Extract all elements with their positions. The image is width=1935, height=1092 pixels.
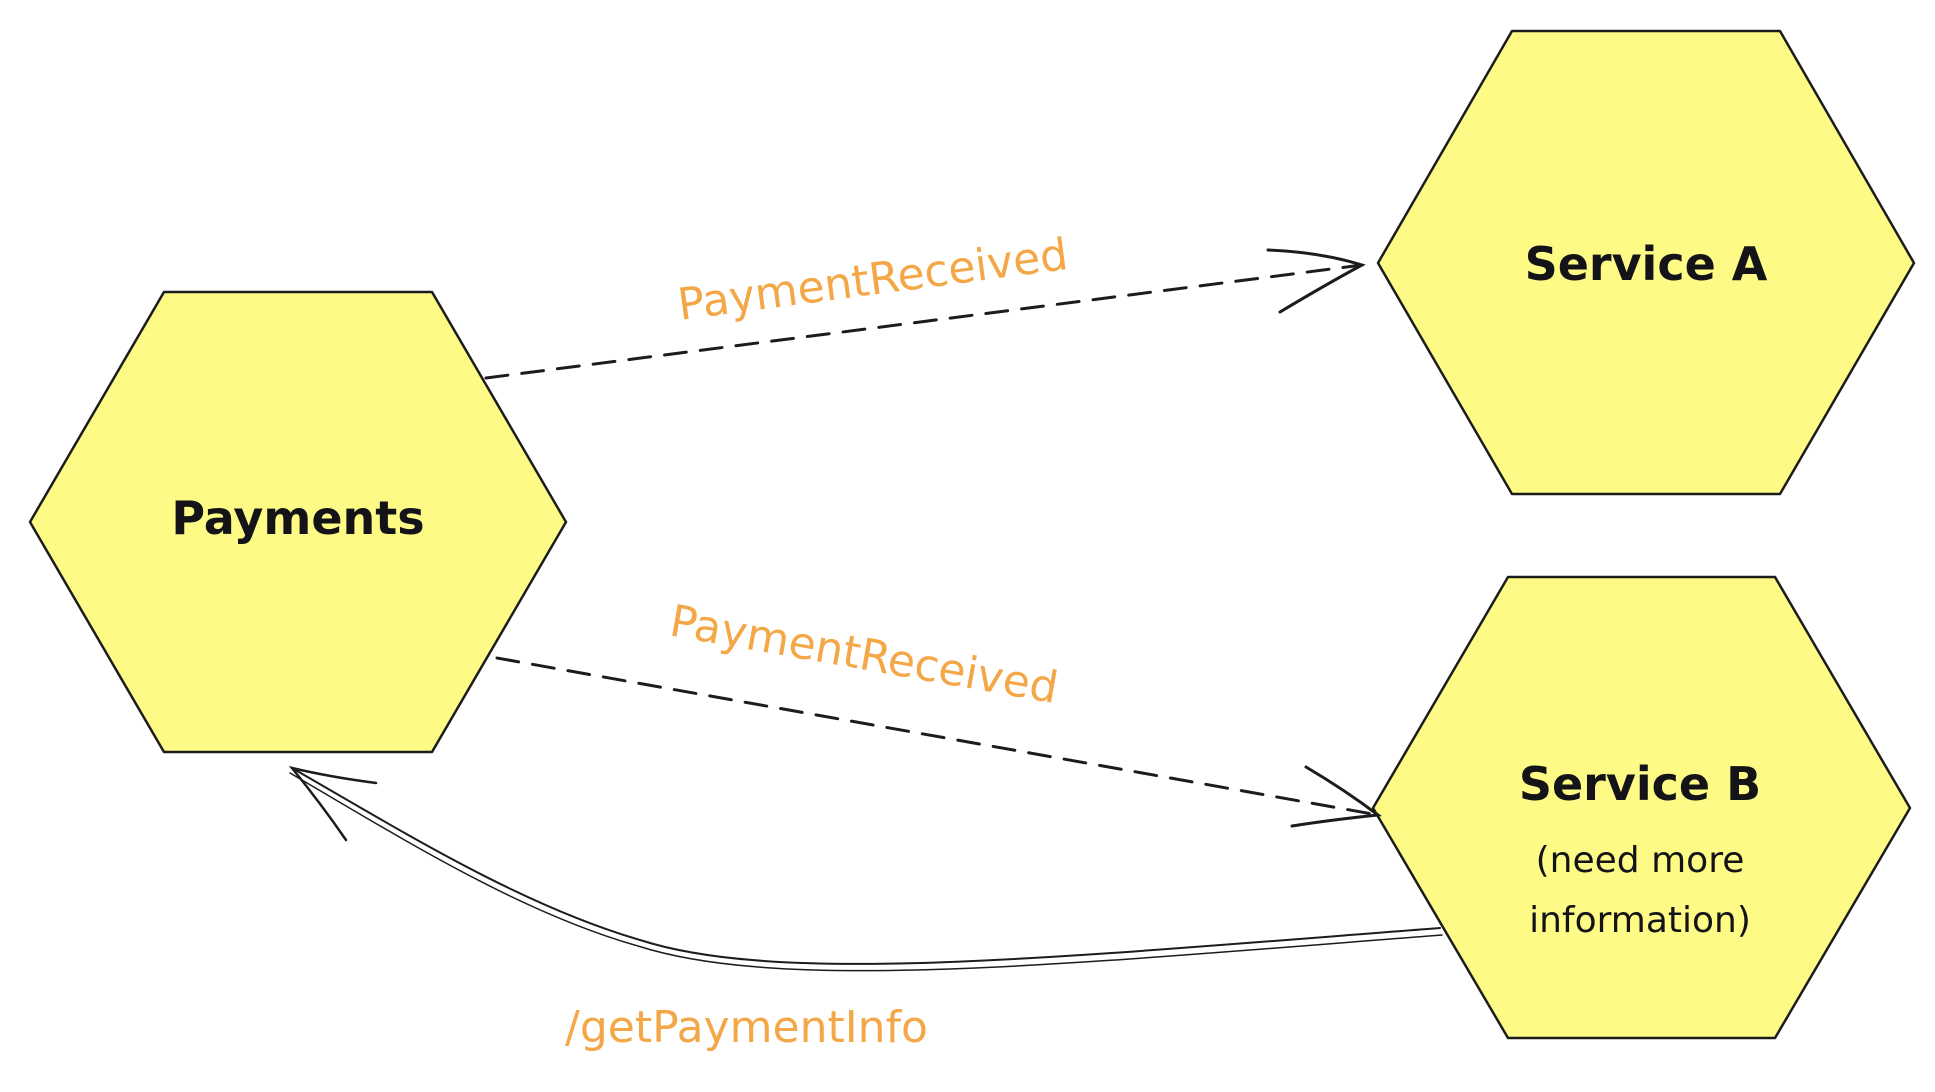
service-a-node[interactable]: Service A — [1376, 29, 1916, 496]
service-b-hexagon — [1371, 575, 1912, 1040]
service-a-hexagon — [1376, 29, 1916, 496]
edge-payments-to-service-a-arrowhead — [1266, 248, 1366, 314]
edge-payments-to-service-b-arrowhead — [1290, 765, 1382, 828]
edge-payments-to-service-a-line — [484, 263, 1364, 380]
edge-service-b-to-payments-label: /getPaymentInfo — [565, 1002, 928, 1053]
payments-title: Payments — [171, 491, 424, 545]
service-a-title: Service A — [1525, 237, 1768, 291]
edge-service-b-to-payments-line — [291, 767, 1441, 965]
edge-service-b-to-payments-line-echo — [289, 772, 1443, 972]
edge-payments-to-service-a[interactable]: PaymentReceived — [484, 229, 1366, 380]
edge-service-b-to-payments-arrowhead — [288, 765, 378, 842]
service-b-title: Service B — [1519, 757, 1761, 811]
payments-node[interactable]: Payments — [28, 290, 568, 754]
edge-service-b-to-payments[interactable]: /getPaymentInfo — [288, 765, 1443, 1053]
edge-payments-to-service-a-label: PaymentReceived — [675, 229, 1071, 331]
service-b-subtitle-line2: information) — [1529, 900, 1751, 941]
service-b-subtitle-line1: (need more — [1536, 840, 1745, 881]
payments-hexagon — [28, 290, 568, 754]
edge-payments-to-service-b-line — [495, 656, 1380, 817]
edge-payments-to-service-b[interactable]: PaymentReceived — [495, 596, 1382, 828]
service-b-node[interactable]: Service B (need more information) — [1371, 575, 1912, 1040]
edge-payments-to-service-b-label: PaymentReceived — [666, 596, 1062, 714]
